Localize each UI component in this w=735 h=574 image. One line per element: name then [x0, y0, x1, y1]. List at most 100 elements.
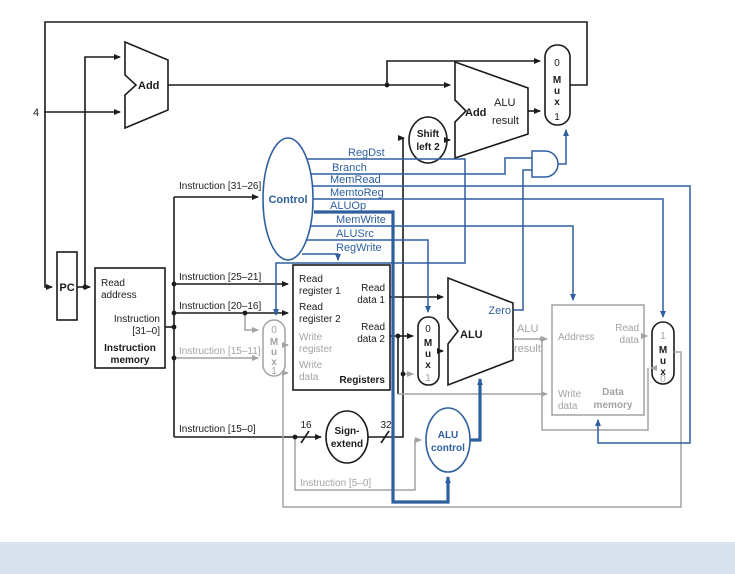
shift-left-2-label-2: left 2 [416, 142, 440, 153]
bus-instr-5-0: Instruction [5–0] [300, 478, 371, 489]
wire-alu-result-loop [541, 339, 649, 431]
wire-aluop [314, 210, 451, 504]
alusrc-mux-1: 1 [425, 373, 431, 384]
and-gate [531, 150, 559, 178]
sign-extend-2: extend [331, 439, 363, 450]
wire-branch [311, 157, 532, 175]
sign-extend-oval [325, 410, 369, 464]
wire-regwrite [302, 253, 341, 261]
imem-read-address-1: Read [101, 278, 125, 289]
regs-read-data2-1: Read [361, 322, 385, 333]
dmem-write-data-1: Write [558, 389, 582, 400]
wire-pc-to-adder [84, 54, 121, 287]
wire-writeback [282, 351, 682, 508]
memtoreg-mux-m: M [659, 345, 667, 356]
regs-read-data1-1: Read [361, 283, 385, 294]
alu-label: ALU [460, 329, 483, 341]
slash-16 [300, 430, 310, 444]
pcsrc-mux-u: u [554, 86, 560, 97]
regs-read-reg2-2: register 2 [299, 314, 341, 325]
regs-read-data2-2: data 2 [357, 334, 385, 345]
wire-instr-20-16-to-regdstmux0 [244, 313, 259, 333]
alu-result-2: result [514, 343, 541, 355]
pc-box [56, 251, 78, 321]
dmem-title-1: Data [602, 387, 624, 398]
pcsrc-mux-m: M [553, 75, 561, 86]
alusrc-mux-x: x [425, 360, 431, 371]
dmem-write-data-2: data [558, 401, 578, 412]
wire-regdst [273, 158, 466, 316]
dmem-read-data-2: data [620, 335, 640, 346]
signal-regdst: RegDst [348, 147, 385, 159]
signal-memtoreg: MemtoReg [330, 187, 384, 199]
imem-read-address-2: address [101, 290, 137, 301]
regs-read-reg1-2: register 1 [299, 286, 341, 297]
sign-extend-1: Sign- [335, 426, 360, 437]
alu-control-2: control [431, 443, 465, 454]
branch-adder-label: Add [465, 107, 486, 119]
instruction-memory-box [94, 267, 166, 369]
regdst-mux-x: x [271, 357, 277, 368]
wire-memwrite [311, 225, 576, 301]
dmem-read-data-1: Read [615, 323, 639, 334]
bus-instr-15-11: Instruction [15–11] [179, 346, 261, 357]
imem-title-1: Instruction [104, 343, 156, 354]
shift-left-2-oval [408, 116, 448, 164]
memtoreg-mux-u: u [660, 356, 666, 367]
wire-memread [312, 185, 691, 444]
pc-adder-shape [124, 40, 169, 130]
regs-write-data-2: data [299, 372, 319, 383]
wire-zero [513, 169, 532, 311]
regdst-mux-0: 0 [271, 325, 277, 336]
alusrc-mux-0: 0 [425, 324, 431, 335]
imem-instruction-1: Instruction [114, 314, 160, 325]
pcsrc-mux-0: 0 [554, 58, 560, 69]
wire-alusrc [307, 239, 431, 313]
signal-aluop: ALUOp [330, 200, 366, 212]
regs-read-data1-2: data 1 [357, 295, 385, 306]
regs-title: Registers [339, 375, 385, 386]
junction-dots [82, 82, 406, 440]
junction-dot-aluresult [539, 336, 545, 342]
data-memory-box [551, 304, 645, 416]
memtoreg-mux [651, 321, 675, 385]
wire-memtoreg [313, 198, 666, 318]
alusrc-mux-m: M [424, 338, 432, 349]
dmem-title-2: memory [594, 400, 633, 411]
branch-adder-result-2: result [492, 115, 519, 127]
shift-left-2-label-1: Shift [417, 129, 440, 140]
wire-pc-writeback [44, 21, 588, 290]
alu-control-1: ALU [438, 430, 459, 441]
regs-write-reg-1: Write [299, 332, 323, 343]
bus-instr-15-0: Instruction [15–0] [179, 424, 256, 435]
regs-read-reg2-1: Read [299, 302, 323, 313]
pcsrc-mux-1: 1 [554, 112, 560, 123]
wire-aluctl-out [470, 378, 483, 442]
regs-write-reg-2: register [299, 344, 333, 355]
regdst-mux-1: 1 [271, 366, 277, 377]
imem-instruction-2: [31–0] [132, 326, 160, 337]
control-label: Control [268, 194, 307, 206]
signal-alusrc: ALUSrc [336, 228, 374, 240]
alusrc-mux-u: u [425, 349, 431, 360]
wire-instr-5-0 [294, 437, 422, 491]
footer-band [0, 542, 735, 574]
width-32: 32 [380, 420, 392, 431]
alu-result-1: ALU [517, 323, 538, 335]
width-4: 4 [33, 107, 39, 119]
bus-instr-20-16: Instruction [20–16] [179, 301, 261, 312]
wire-and-out [558, 129, 569, 165]
branch-adder-shape [454, 60, 529, 160]
slash-32 [380, 430, 390, 444]
width-16: 16 [300, 420, 312, 431]
memtoreg-mux-1: 1 [660, 331, 666, 342]
pc-label: PC [59, 282, 74, 294]
dmem-address: Address [558, 332, 595, 343]
wire-pc4-to-mux0 [386, 58, 541, 85]
memtoreg-mux-0: 0 [660, 374, 666, 385]
memtoreg-mux-x: x [660, 367, 666, 378]
regs-write-data-1: Write [299, 360, 323, 371]
imem-title-2: memory [111, 355, 150, 366]
